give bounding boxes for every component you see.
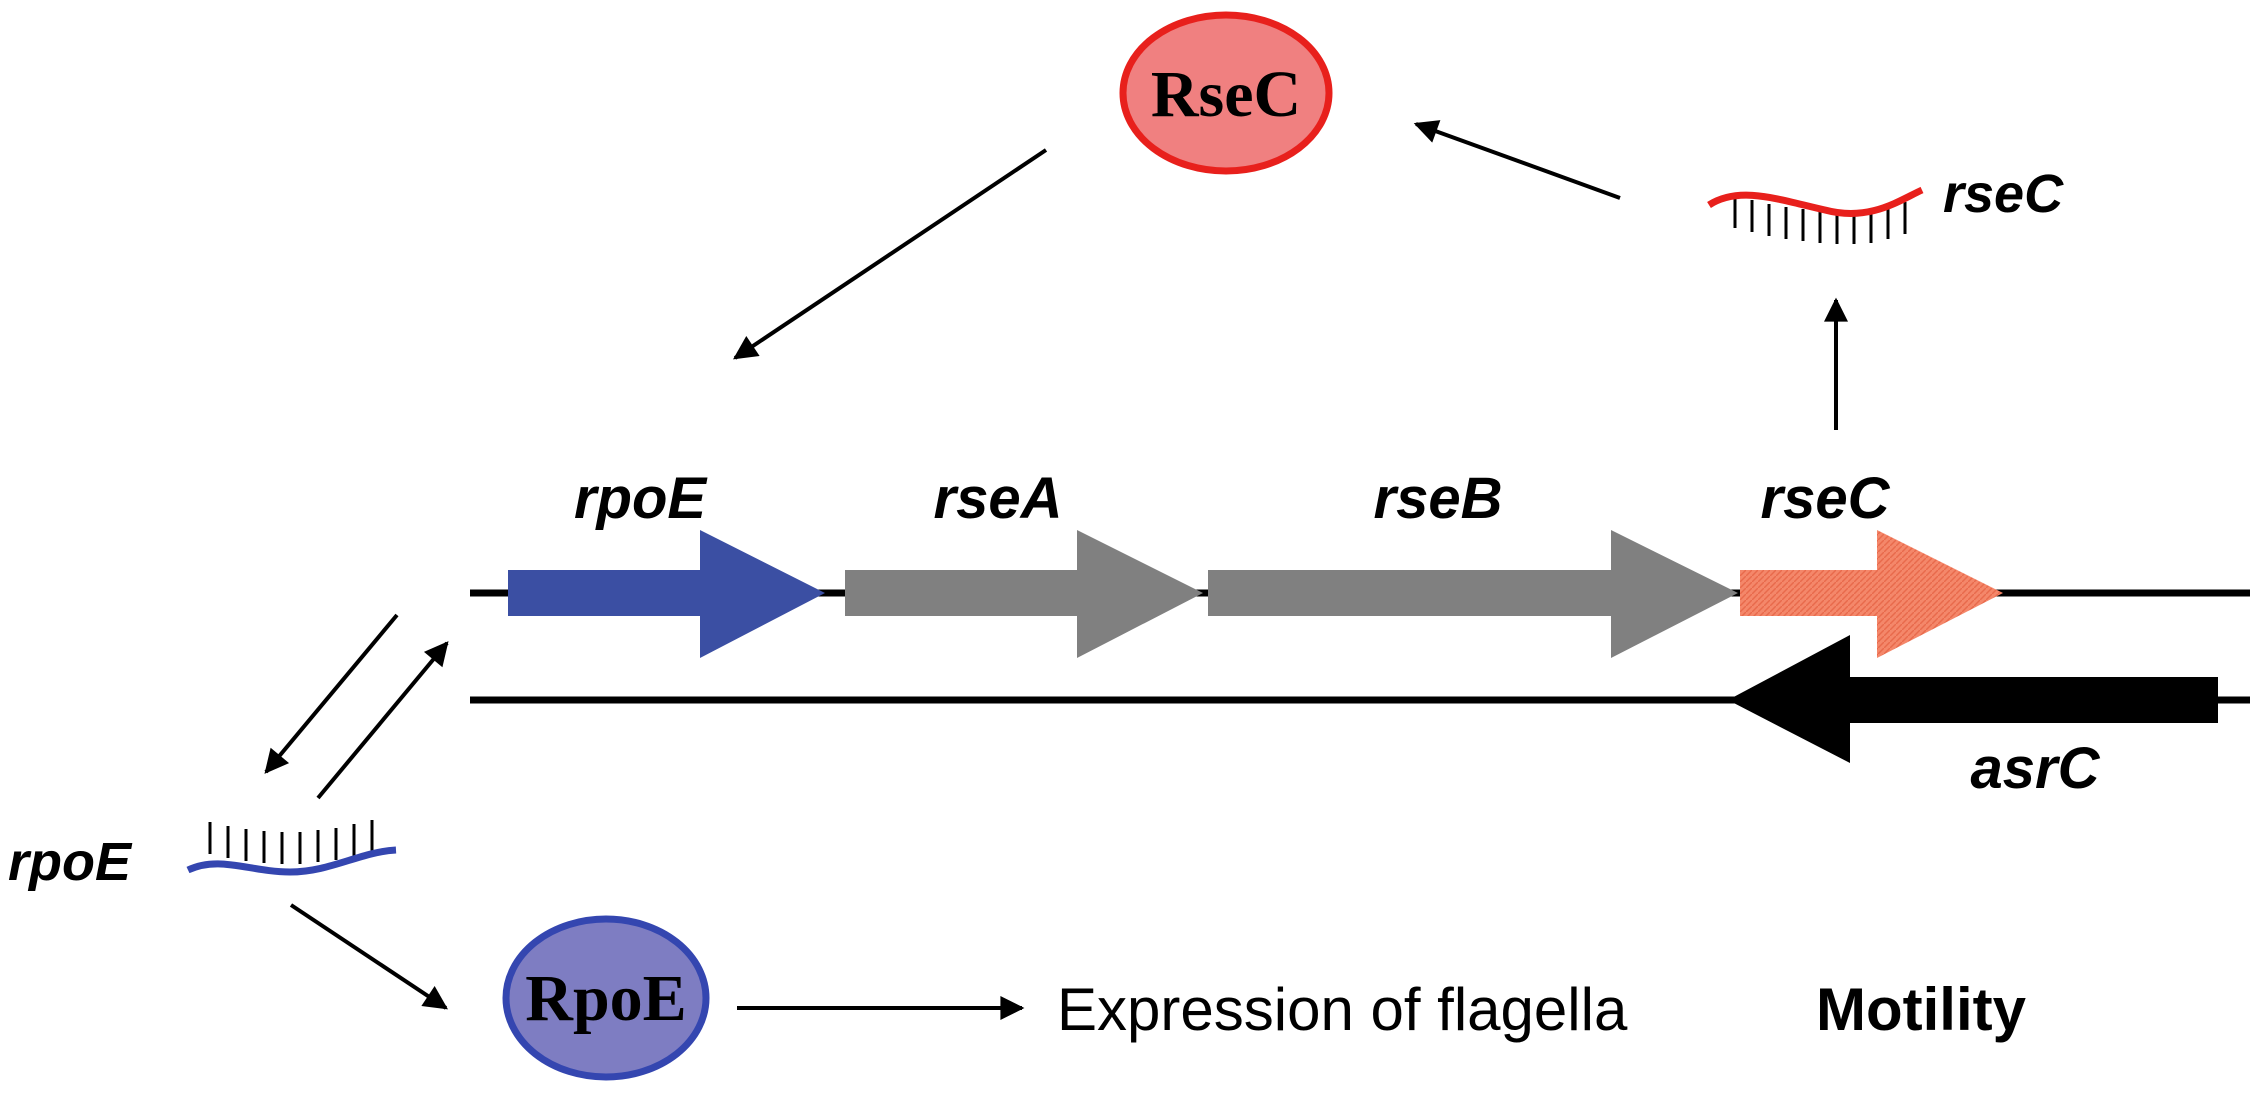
arrow-rsec-to-rpoe-gene <box>733 148 1048 360</box>
asrC-gene-arrow <box>1728 635 2218 763</box>
arrow-gene-to-rpoe-mrna <box>264 613 399 774</box>
rseC-gene-label: rseC <box>1761 466 1891 531</box>
arrow-rsec-mrna-to-protein <box>1413 120 1621 200</box>
rseB-gene-label: rseB <box>1374 466 1503 531</box>
rsec-mrna-label: rseC <box>1943 164 2064 224</box>
rpoE-gene-arrow <box>508 530 825 658</box>
rsec-protein-label: RseC <box>1151 58 1301 131</box>
rpoe-protein-label: RpoE <box>525 962 686 1035</box>
rpoE-gene-label: rpoE <box>574 466 708 531</box>
arrow-rpoe-mrna-to-protein <box>289 903 448 1010</box>
rpoe-protein <box>502 915 710 1081</box>
expression-label: Expression of flagella <box>1057 976 1628 1043</box>
arrow-rpoe-mrna-to-gene <box>316 641 449 800</box>
rsec-protein <box>1119 11 1333 175</box>
rsec-mrna <box>1707 186 1924 244</box>
rpoe-mrna <box>186 820 397 876</box>
rseC-gene-arrow <box>1740 530 2003 658</box>
rseA-gene-label: rseA <box>934 466 1063 531</box>
rseA-gene-arrow <box>845 530 1203 658</box>
motility-label: Motility <box>1816 976 2027 1043</box>
asrC-gene-label: asrC <box>1971 736 2101 801</box>
rseB-gene-arrow <box>1208 530 1738 658</box>
rpoe-mrna-label: rpoE <box>8 832 133 892</box>
